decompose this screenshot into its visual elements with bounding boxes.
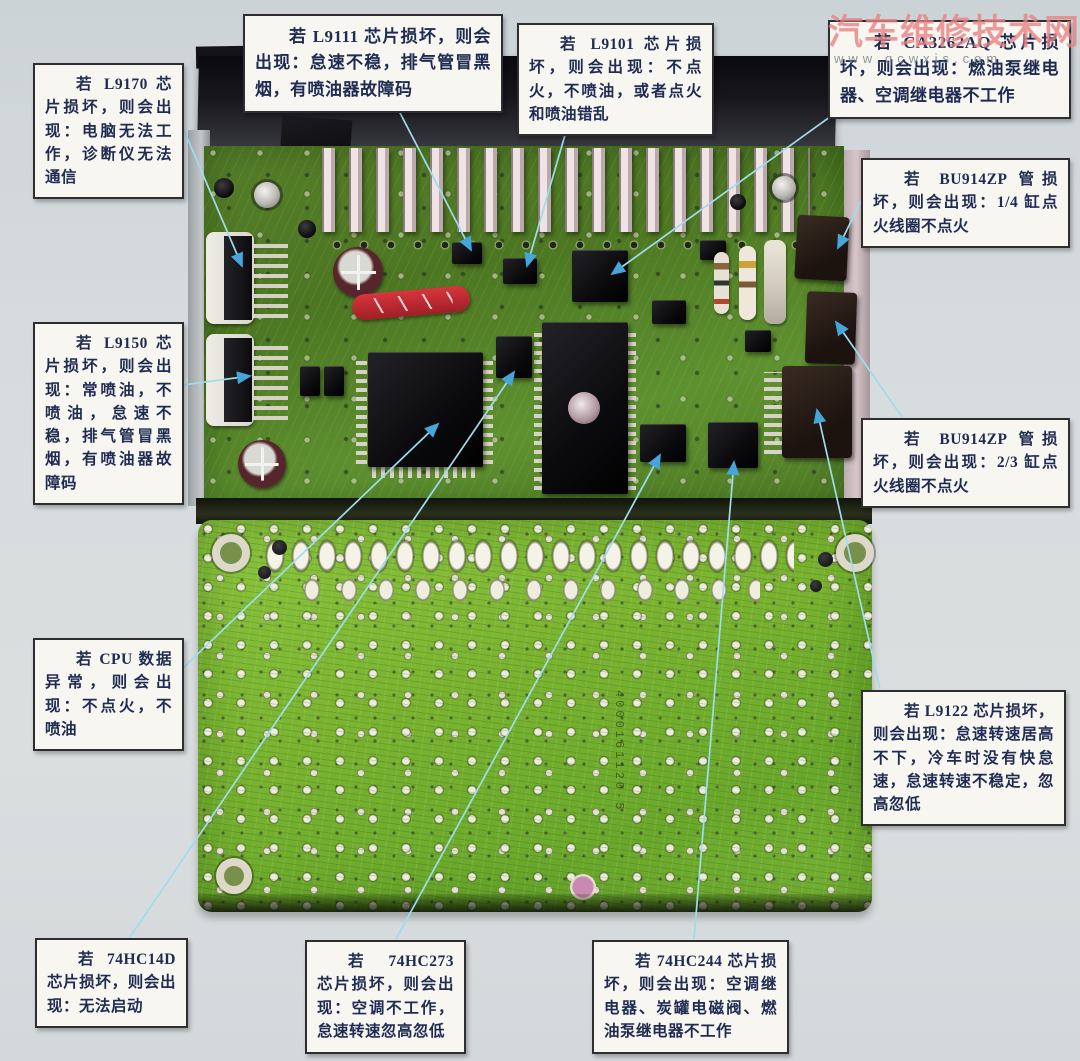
mount-hole (216, 858, 252, 894)
solder-dot (272, 540, 287, 555)
chip-small (300, 366, 320, 396)
resistor (714, 252, 729, 314)
callout-text: 若 74HC14D 芯片损坏，则会出现：无法启动 (47, 951, 176, 1015)
callout-l9101: 若 L9101 芯片损坏，则会出现：不点火，不喷油，或者点火和喷油错乱 (517, 23, 714, 136)
screw (254, 182, 280, 208)
chip-small (324, 366, 344, 396)
eprom-window (568, 392, 600, 424)
mount-hole (836, 534, 874, 572)
callout-text: 若 L9170 芯片损坏，则会出现：电脑无法工作，诊断仪无法通信 (45, 76, 172, 186)
eprom-pins-left (534, 330, 543, 490)
chip-l9122-pins (764, 372, 782, 454)
chip-l9122 (782, 366, 852, 458)
chip-small (745, 330, 771, 352)
resistor (739, 246, 756, 320)
bolt (730, 194, 746, 210)
callout-text: 若 CPU 数据异常，则会出现：不点火，不喷油 (45, 651, 172, 738)
callout-text: 若 L9122 芯片损坏，则会出现：怠速转速居高不下，冷车时没有快怠速，怠速转速… (873, 703, 1054, 813)
chip-l9170 (206, 232, 254, 324)
cpu-pins-left (356, 358, 367, 464)
callout-74hc14d: 若 74HC14D 芯片损坏，则会出现：无法启动 (35, 938, 188, 1028)
board-serial: 4000161120-5 (612, 690, 626, 813)
callout-bu914zp-1-4: 若 BU914ZP 管损坏，则会出现：1/4 缸点火线圈不点火 (861, 158, 1070, 248)
chip-l9101 (503, 258, 537, 284)
chip-bu914zp-1-4 (794, 214, 850, 282)
chip-bu914zp-2-3 (804, 291, 858, 365)
chip-l9150 (206, 334, 254, 426)
callout-text: 若 CA3262AQ 芯片损坏，则会出现：燃油泵继电器、空调继电器不工作 (840, 33, 1059, 105)
capacitor (333, 247, 383, 297)
callout-l9150: 若 L9150 芯片损坏，则会出现：常喷油，不喷油，怠速不稳，排气管冒黑烟，有喷… (33, 322, 184, 505)
capacitor (238, 440, 286, 488)
board-bottom-edge (198, 894, 872, 912)
callout-bu914zp-2-3: 若 BU914ZP 管损坏，则会出现：2/3 缸点火线圈不点火 (861, 418, 1070, 508)
chip-ca3262aq (572, 250, 628, 302)
solder-dot (810, 580, 822, 592)
chip-l9150-pins (252, 340, 288, 420)
solder-dot (258, 566, 271, 579)
chip-74hc14d (496, 336, 532, 378)
callout-ca3262aq: 若 CA3262AQ 芯片损坏，则会出现：燃油泵继电器、空调继电器不工作 (828, 20, 1071, 120)
chip-l9111 (452, 242, 482, 264)
connector-pad-row (330, 238, 802, 252)
solder-pad-row (262, 532, 794, 576)
eprom-pins-right (627, 330, 636, 490)
cpu-pins-right (483, 358, 493, 464)
callout-text: 若 BU914ZP 管损坏，则会出现：1/4 缸点火线圈不点火 (873, 171, 1058, 235)
solder-pad-row (300, 574, 760, 608)
solder-dot (818, 552, 833, 567)
chip-74hc244 (708, 422, 758, 468)
chip-small (652, 300, 686, 324)
callout-text: 若 L9101 芯片损坏，则会出现：不点火，不喷油，或者点火和喷油错乱 (529, 36, 702, 123)
cpu-pins-bottom (372, 467, 480, 478)
bolt (214, 178, 234, 198)
callout-l9170: 若 L9170 芯片损坏，则会出现：电脑无法工作，诊断仪无法通信 (33, 63, 184, 200)
callout-cpu: 若 CPU 数据异常，则会出现：不点火，不喷油 (33, 638, 184, 751)
callout-74hc244: 若 74HC244 芯片损坏，则会出现：空调继电器、炭罐电磁阀、燃油泵继电器不工… (592, 940, 789, 1054)
chip-cpu (368, 352, 483, 467)
callout-text: 若 BU914ZP 管损坏，则会出现：2/3 缸点火线圈不点火 (873, 431, 1058, 495)
screw (772, 176, 796, 200)
callout-text: 若 L9111 芯片损坏，则会出现：怠速不稳，排气管冒黑烟，有喷油器故障码 (255, 27, 491, 99)
chip-74hc273 (640, 424, 686, 462)
callout-74hc273: 若 74HC273 芯片损坏，则会出现：空调不工作，怠速转速忽高忽低 (305, 940, 466, 1054)
resistor (764, 240, 786, 324)
callout-text: 若 74HC273 芯片损坏，则会出现：空调不工作，怠速转速忽高忽低 (317, 953, 454, 1040)
callout-text: 若 L9150 芯片损坏，则会出现：常喷油，不喷油，怠速不稳，排气管冒黑烟，有喷… (45, 335, 172, 492)
bolt (298, 220, 316, 238)
callout-l9122: 若 L9122 芯片损坏，则会出现：怠速转速居高不下，冷车时没有快怠速，怠速转速… (861, 690, 1066, 827)
connector-pins (318, 148, 810, 232)
chip-l9170-pins (252, 238, 288, 318)
callout-l9111: 若 L9111 芯片损坏，则会出现：怠速不稳，排气管冒黑烟，有喷油器故障码 (243, 14, 503, 114)
callout-text: 若 74HC244 芯片损坏，则会出现：空调继电器、炭罐电磁阀、燃油泵继电器不工… (604, 953, 777, 1040)
mount-hole (212, 534, 250, 572)
